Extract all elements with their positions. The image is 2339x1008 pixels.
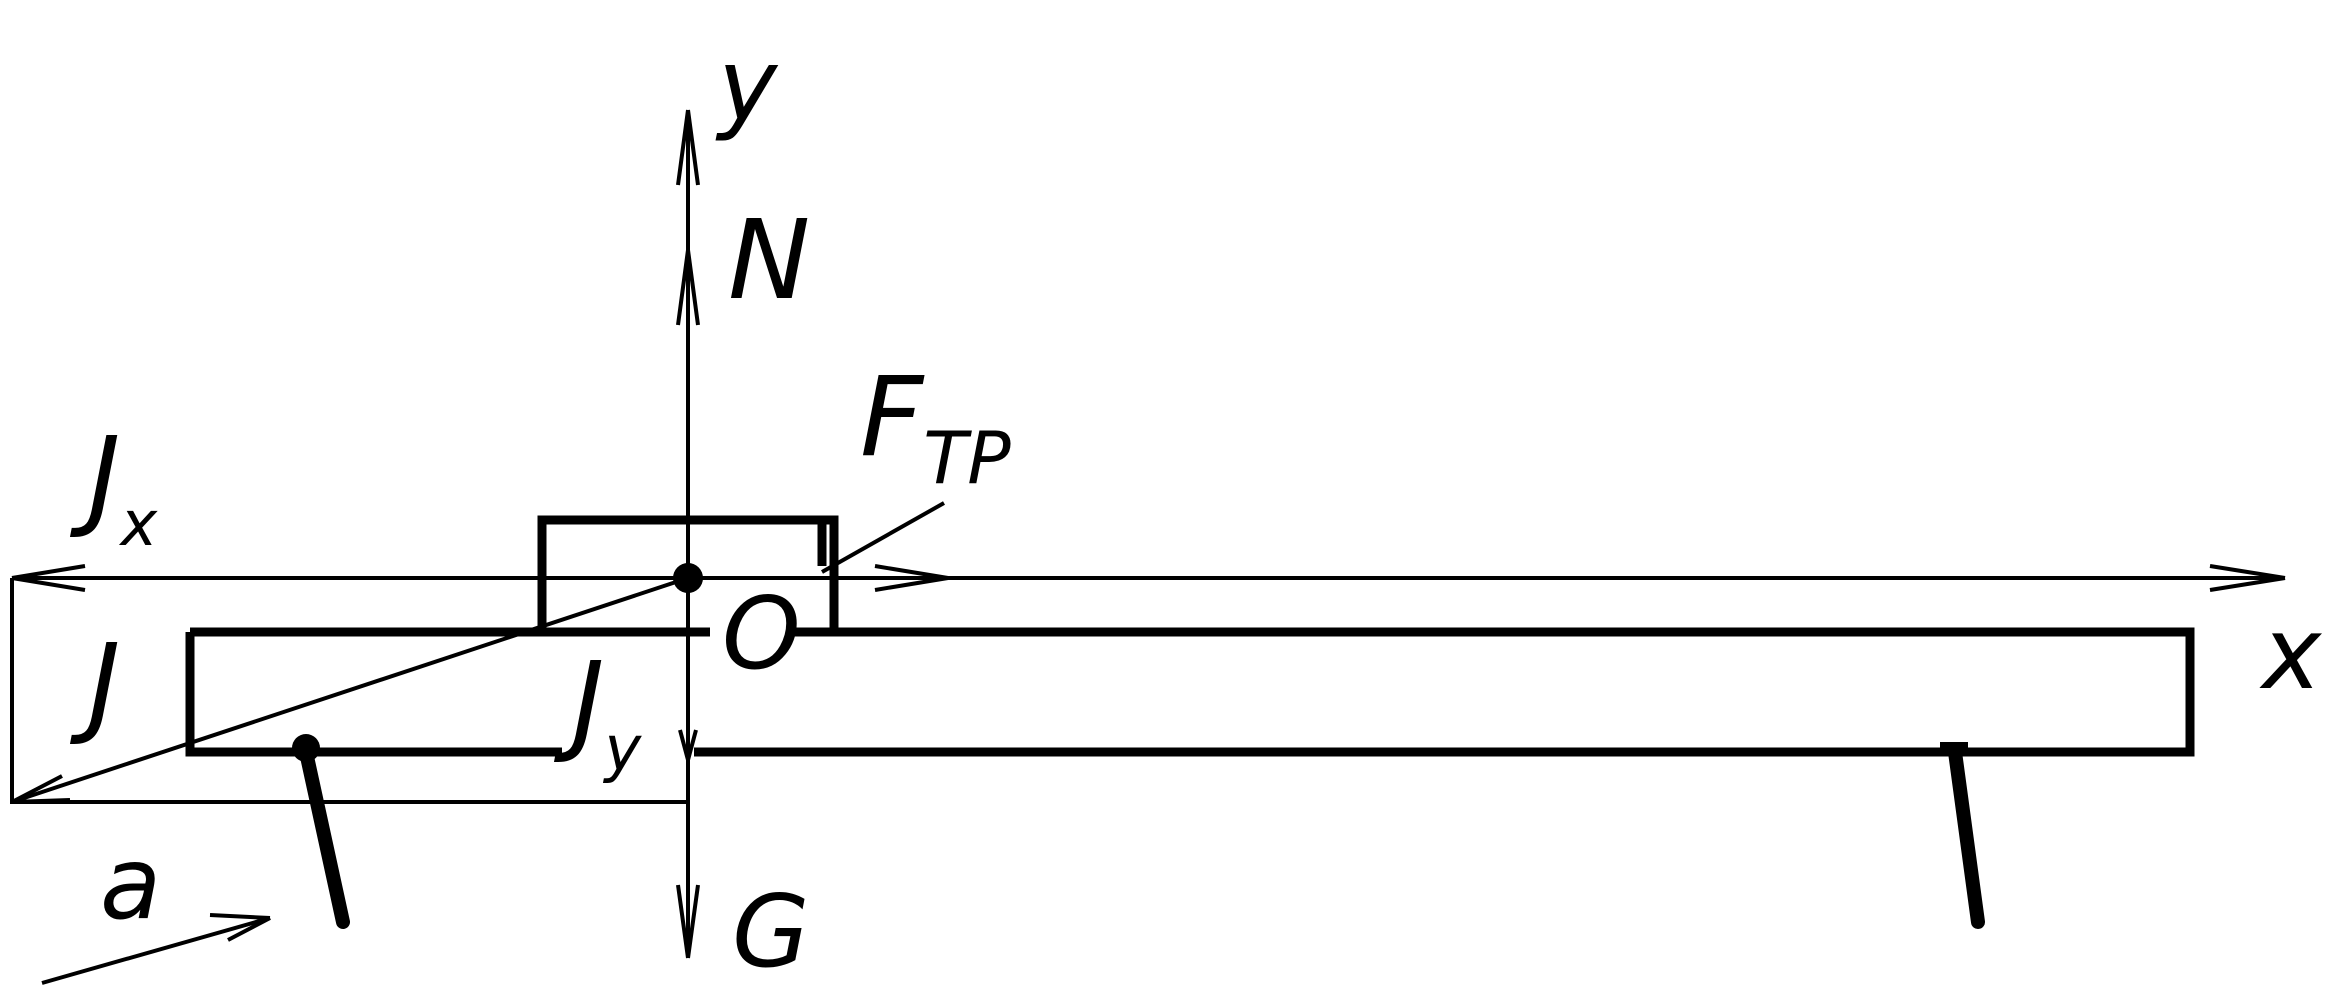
- right-support-leg: [1940, 742, 1985, 929]
- trolley-body: [185, 627, 2195, 757]
- gravity-label: G: [732, 873, 810, 990]
- inertia-label: J: [69, 620, 120, 748]
- acceleration-label: a: [100, 825, 161, 942]
- friction-force-subscript: TP: [923, 416, 1011, 500]
- friction-force-symbol: F: [860, 353, 925, 481]
- inertia-x-symbol: J: [69, 413, 120, 541]
- normal-force-label: N: [728, 196, 810, 324]
- origin-point: [673, 563, 703, 593]
- inertia-x-subscript: x: [118, 487, 158, 560]
- y-axis-label: y: [715, 27, 779, 144]
- inertia-y-symbol: J: [553, 638, 604, 766]
- acceleration-arrow: [41, 913, 271, 985]
- y-axis: [676, 109, 700, 958]
- left-support-leg: [292, 734, 350, 929]
- inertia-x-label: Jx: [69, 413, 158, 560]
- inertia-resultant: [11, 576, 689, 804]
- gravity-arrow: [676, 884, 700, 959]
- friction-force-label: FTP: [860, 353, 1011, 500]
- normal-force-arrow: [676, 249, 700, 326]
- x-axis-label: x: [2259, 595, 2323, 712]
- inertia-x-arrow: [11, 564, 86, 592]
- inertia-y-label: Jy: [553, 638, 642, 785]
- origin-label: O: [722, 575, 801, 692]
- inertia-y-arrow: [678, 729, 698, 761]
- x-axis: [12, 564, 2286, 592]
- friction-leader-line: [821, 501, 945, 574]
- friction-arrow: [874, 564, 949, 592]
- inertia-y-subscript: y: [602, 712, 642, 785]
